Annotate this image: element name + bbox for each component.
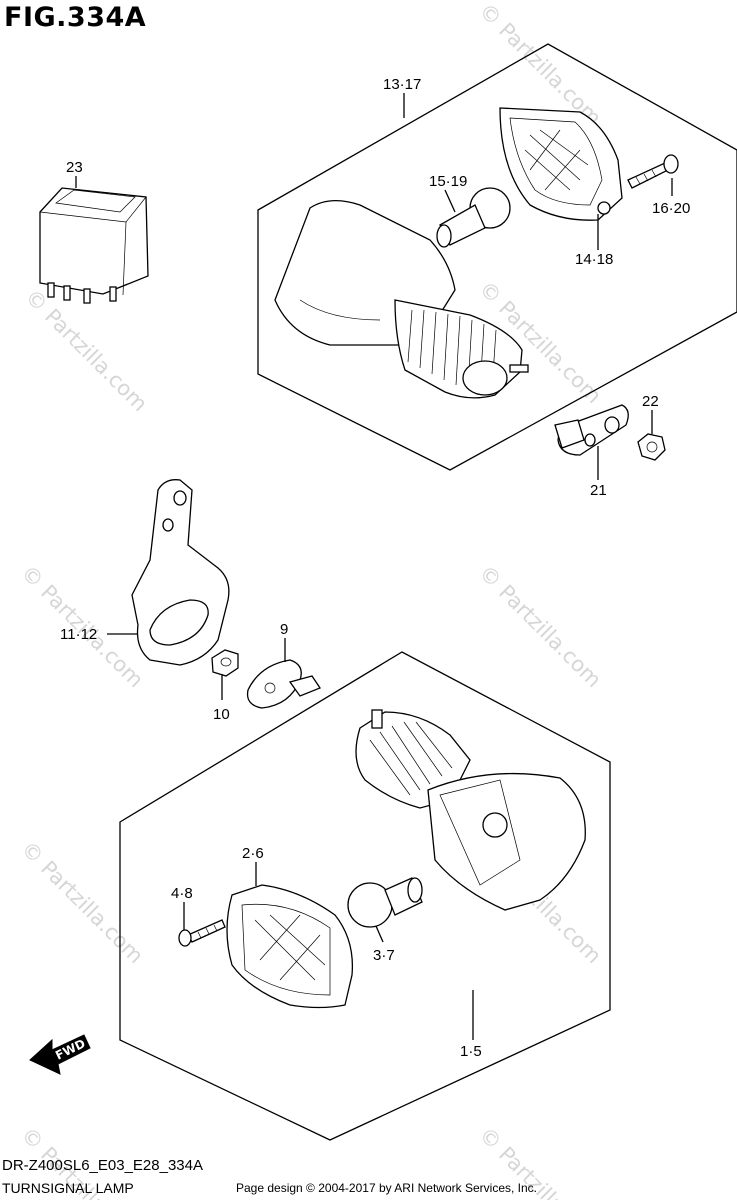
flange-nut — [637, 433, 666, 461]
part-label: 9 — [280, 621, 288, 638]
part-label: 23 — [66, 159, 83, 176]
grommet-nut — [211, 649, 239, 677]
part-label: 4·8 — [171, 885, 193, 902]
part-label: 1·5 — [460, 1043, 482, 1060]
part-label: 14·18 — [575, 251, 613, 268]
part-label: 21 — [590, 482, 607, 499]
model-code: DR-Z400SL6_E03_E28_334A — [2, 1157, 203, 1174]
part-label: 11·12 — [60, 626, 97, 643]
part-label: 16·20 — [652, 200, 690, 217]
upper-lens — [499, 107, 623, 221]
upper-bulb — [436, 187, 511, 248]
lower-bulb — [347, 877, 423, 928]
part-label: 13·17 — [383, 76, 421, 93]
watermark: © Partzilla.com — [16, 837, 148, 969]
leader-lines — [75, 93, 673, 1040]
part-label: 10 — [213, 706, 230, 723]
lower-screw — [178, 919, 226, 947]
lower-lamp-housing — [355, 709, 586, 911]
lower-lens — [226, 884, 354, 1009]
part-label: 22 — [642, 393, 659, 410]
watermark: © Partzilla.com — [474, 561, 606, 693]
part-label: 2·6 — [242, 845, 264, 862]
copyright-notice: Page design © 2004-2017 by ARI Network S… — [236, 1181, 538, 1195]
upper-lamp-housing — [274, 200, 529, 399]
figure-title: FIG.334A — [4, 2, 147, 33]
watermark: © Partzilla.com — [20, 285, 152, 417]
relay-part — [39, 187, 149, 304]
fwd-arrow-icon: FWD — [29, 1034, 91, 1075]
upper-assembly-outline — [257, 43, 737, 471]
lower-assembly-outline — [119, 651, 611, 1141]
upper-screw — [627, 154, 679, 189]
part-label: 3·7 — [373, 947, 395, 964]
part-label: 15·19 — [429, 173, 467, 190]
mounting-plate — [554, 404, 629, 456]
fwd-label: FWD — [53, 1036, 87, 1062]
spacer — [246, 659, 321, 709]
bracket — [131, 479, 230, 666]
section-name: TURNSIGNAL LAMP — [2, 1180, 134, 1196]
